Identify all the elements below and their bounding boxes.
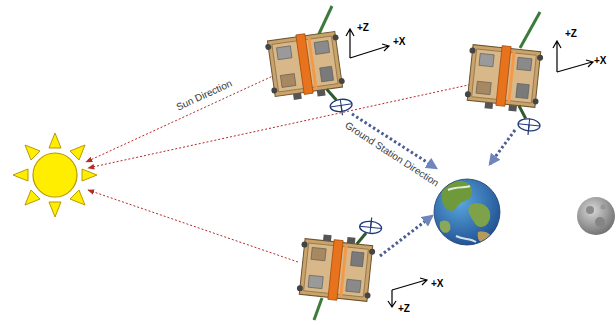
earth-land — [440, 220, 451, 232]
z-axis-arrow — [553, 41, 561, 72]
spacecraft — [461, 12, 548, 136]
sun-direction-line — [86, 75, 275, 162]
axis-label: +Z — [398, 303, 410, 314]
x-axis-arrow — [392, 278, 427, 290]
moon-crater — [601, 205, 606, 210]
spacecraft-body — [296, 210, 383, 304]
axis-label: +X — [431, 278, 444, 289]
spacecraft-body — [264, 29, 353, 125]
z-axis-arrow — [346, 29, 354, 58]
ground-station-arrow — [380, 216, 432, 256]
sun-ray — [82, 169, 97, 181]
axis-triads — [346, 29, 593, 307]
direction-label: Sun Direction — [173, 77, 236, 114]
earth-cloud — [448, 186, 470, 190]
spacecraft-boom — [520, 12, 540, 48]
ground-station-arrow — [490, 130, 515, 164]
spacecraft-body — [461, 42, 548, 136]
axis-label: +Z — [357, 22, 369, 33]
moon-disc — [577, 197, 615, 235]
moon-crater — [595, 217, 605, 227]
sun-ray — [49, 133, 61, 148]
x-axis-arrow — [350, 44, 389, 58]
spacecraft — [264, 6, 353, 125]
direction-label: Ground Station Direction — [341, 118, 442, 189]
axis-label: +Z — [565, 28, 577, 39]
earth-globe — [434, 179, 500, 245]
sun-direction-line — [88, 190, 298, 262]
earth-symbol — [434, 179, 500, 245]
sun-disc — [33, 153, 77, 197]
earth-land — [468, 203, 490, 227]
z-axis-arrow — [388, 290, 396, 307]
x-axis-arrow — [557, 60, 593, 72]
spacecraft-boom — [318, 6, 332, 36]
earth-land — [441, 181, 472, 211]
earth-outline — [434, 179, 500, 245]
sun-ray — [25, 190, 40, 205]
earth-cloud — [456, 236, 476, 242]
earth-land — [478, 232, 492, 244]
sun-direction-lines — [86, 75, 482, 262]
sun-ray — [49, 202, 61, 217]
spacecraft — [296, 210, 383, 320]
sun-ray — [70, 190, 85, 205]
moon-symbol — [577, 197, 615, 235]
axis-label: +X — [594, 55, 607, 66]
sun-symbol — [13, 133, 97, 217]
sun-ray — [25, 145, 40, 160]
spacecraft-boom — [314, 298, 322, 320]
sun-ray — [70, 145, 85, 160]
axis-label: +X — [393, 36, 406, 47]
moon-crater — [586, 206, 594, 214]
sun-ray — [13, 169, 28, 181]
